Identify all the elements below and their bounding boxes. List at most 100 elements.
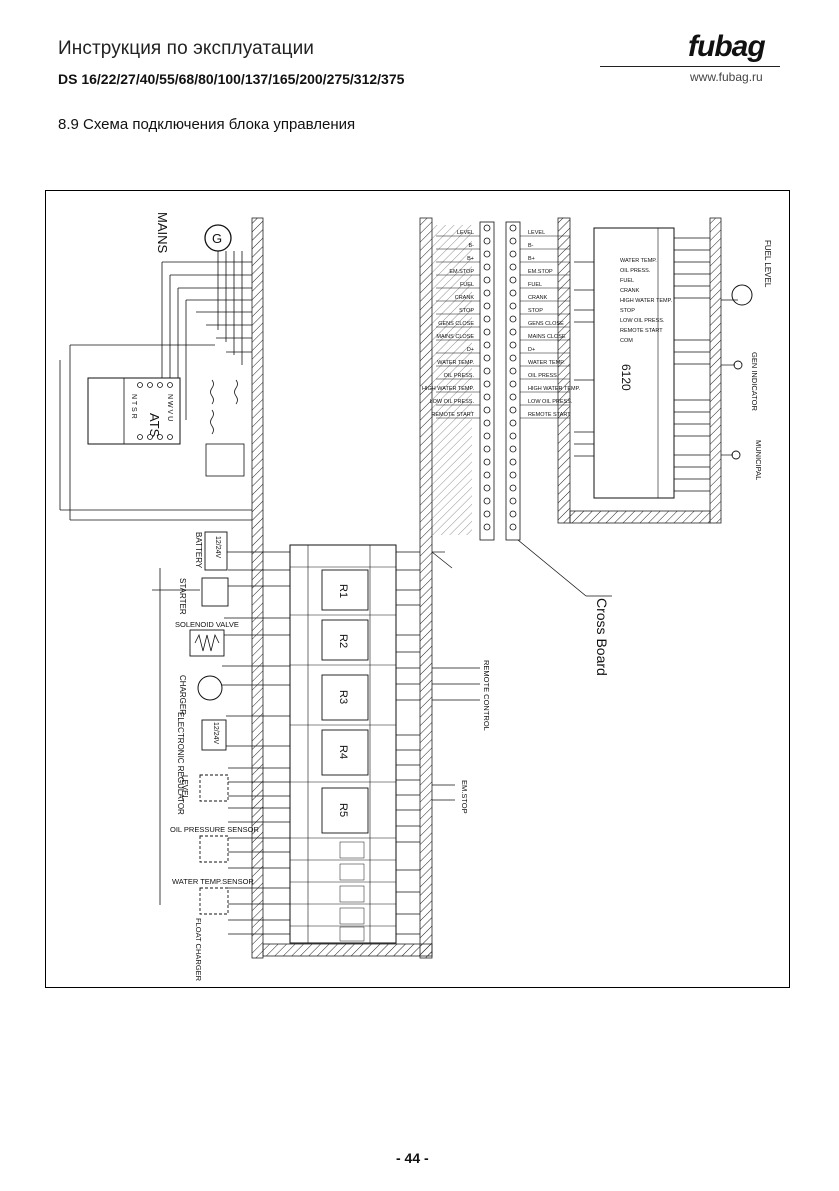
terminal-screw	[483, 276, 491, 284]
terminal-screw	[509, 276, 517, 284]
charger-symbol	[197, 675, 223, 701]
board-wall-bottom	[569, 510, 711, 524]
terminal-label: B-	[469, 243, 475, 249]
oil-sensor-box	[199, 835, 229, 863]
terminal-label: WATER TEMP.	[437, 360, 474, 366]
municipal-label: MUNICIPAL	[754, 440, 763, 480]
starter-label: STARTER	[178, 578, 187, 615]
terminal-label: GENS CLOSE	[438, 321, 474, 327]
terminal-screw	[483, 445, 491, 453]
terminal-screw	[509, 289, 517, 297]
terminal-screw	[483, 510, 491, 518]
relay-r3-label: R3	[337, 690, 349, 704]
battery-label: BATTERY	[194, 532, 203, 569]
controller-pin-label: FUEL	[620, 278, 634, 284]
terminal-screw	[483, 419, 491, 427]
remote-control-label: REMOTE CONTROL	[482, 660, 491, 731]
terminal-label: LEVEL	[528, 230, 545, 236]
terminal-screw	[483, 224, 491, 232]
model-list: DS 16/22/27/40/55/68/80/100/137/165/200/…	[58, 71, 405, 87]
terminal-screw	[509, 419, 517, 427]
controller-pin-label: CRANK	[620, 288, 640, 294]
cross-board-label: Cross Board	[594, 598, 610, 676]
gen-indicator-lamp	[733, 360, 743, 370]
terminal-label: STOP	[528, 308, 543, 314]
controller-label: 6120	[619, 364, 633, 391]
terminal-screw	[483, 237, 491, 245]
municipal-lamp	[731, 450, 741, 460]
controller-wires	[574, 237, 738, 492]
cross-board-hatch-l	[432, 225, 472, 535]
water-sensor-label: WATER TEMP.SENSOR	[172, 877, 254, 886]
terminal-label: EM.STOP	[449, 269, 474, 275]
terminal-label: OIL PRESS.	[444, 373, 475, 379]
terminal-screw	[483, 471, 491, 479]
terminal-screw	[483, 367, 491, 375]
terminal-screw	[483, 380, 491, 388]
terminal-label: MAINS CLOSE	[528, 334, 566, 340]
bottom-wall	[262, 943, 433, 957]
regulator-voltage: 12/24V	[212, 722, 219, 745]
terminal-screw	[509, 406, 517, 414]
em-stop-label: EM.STOP	[460, 780, 469, 814]
regulator-box	[201, 719, 227, 751]
header-title: Инструкция по эксплуатации	[58, 38, 315, 59]
terminal-screw	[483, 328, 491, 336]
terminal-screw	[509, 224, 517, 232]
water-sensor-box	[199, 887, 229, 915]
terminal-label: FUEL	[528, 282, 542, 288]
terminal-screw	[509, 523, 517, 531]
section-title: 8.9 Схема подключения блока управления	[58, 116, 356, 133]
contactor-box	[205, 443, 245, 477]
terminal-label: FUEL	[460, 282, 474, 288]
gen-indicator-label: GEN INDICATOR	[750, 352, 759, 411]
terminal-screw	[483, 393, 491, 401]
brand-logo: fubag	[688, 30, 766, 63]
board-wall-left	[557, 217, 571, 524]
terminal-screw	[483, 484, 491, 492]
controller-pin-label: OIL PRESS.	[620, 268, 651, 274]
terminal-screw	[509, 432, 517, 440]
terminal-label: B-	[528, 243, 534, 249]
level-box	[199, 774, 229, 802]
terminal-label: WATER TEMP.	[528, 360, 565, 366]
terminal-label: MAINS CLOSE	[436, 334, 474, 340]
terminal-label: B+	[528, 256, 535, 262]
terminal-label: CRANK	[528, 295, 548, 301]
board-wall-right	[709, 217, 722, 524]
terminal-screw	[483, 315, 491, 323]
controller-pin-label: LOW OIL PRESS.	[620, 318, 665, 324]
terminal-dots	[483, 224, 517, 531]
relay-r5-label: R5	[337, 803, 349, 817]
terminal-screw	[509, 315, 517, 323]
relay-r5	[321, 787, 369, 834]
terminal-label: REMOTE START	[431, 412, 474, 418]
controller-pin-label: REMOTE START	[620, 328, 663, 334]
terminal-label: LOW OIL PRESS.	[430, 399, 475, 405]
terminal-label: B+	[467, 256, 474, 262]
terminal-screw	[483, 523, 491, 531]
terminal-screw	[483, 302, 491, 310]
relay-r2	[321, 619, 369, 661]
solenoid-label: SOLENOID VALVE	[175, 620, 239, 629]
terminal-label: OIL PRESS.	[528, 373, 559, 379]
terminal-screw	[483, 289, 491, 297]
terminal-screw	[509, 341, 517, 349]
terminal-label: REMOTE START	[528, 412, 571, 418]
terminal-screw	[509, 484, 517, 492]
relay-r2-label: R2	[337, 634, 349, 648]
solenoid-box	[189, 629, 225, 657]
fuel-level-label: FUEL LEVEL	[763, 240, 772, 288]
terminal-screw	[483, 263, 491, 271]
fuel-level-sensor	[731, 284, 753, 306]
terminal-label: LEVEL	[457, 230, 474, 236]
logo-underline	[600, 66, 780, 67]
terminal-label: HIGH WATER TEMP.	[528, 386, 581, 392]
terminal-screw	[483, 354, 491, 362]
relay-r3	[321, 674, 369, 721]
relay-r1	[321, 569, 369, 611]
relay-r4-label: R4	[337, 745, 349, 759]
terminal-label: CRANK	[455, 295, 475, 301]
